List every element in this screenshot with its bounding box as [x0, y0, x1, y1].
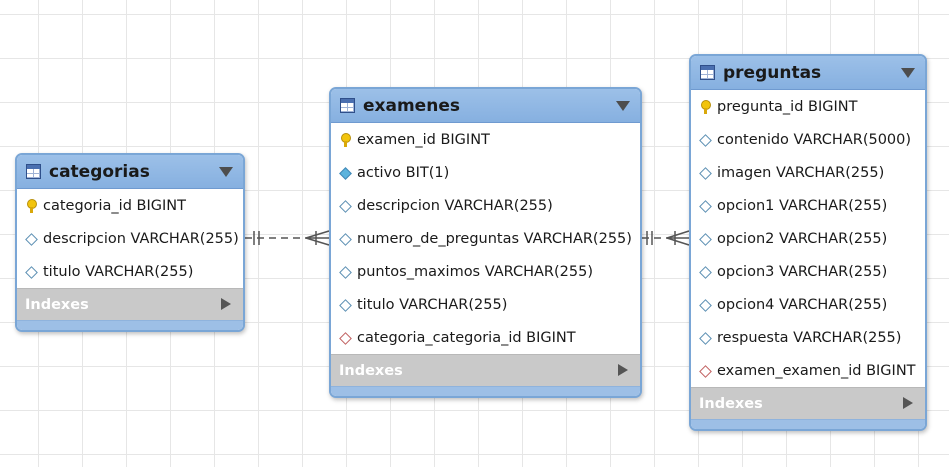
table-title: preguntas: [723, 62, 822, 83]
column-label: categoria_id BIGINT: [43, 197, 186, 214]
indexes-label: Indexes: [699, 395, 763, 412]
collapse-arrow-icon[interactable]: [616, 101, 630, 111]
column-diamond-icon: [338, 265, 352, 279]
indexes-label: Indexes: [339, 362, 403, 379]
column-label: categoria_categoria_id BIGINT: [357, 329, 576, 346]
column-row[interactable]: opcion3 VARCHAR(255): [691, 255, 925, 288]
column-diamond-icon: [338, 199, 352, 213]
foreign-key-icon: [698, 364, 712, 378]
column-row[interactable]: titulo VARCHAR(255): [17, 255, 243, 288]
table-footer: [691, 419, 925, 429]
table-title: examenes: [363, 95, 460, 116]
column-label: titulo VARCHAR(255): [43, 263, 194, 280]
column-label: puntos_maximos VARCHAR(255): [357, 263, 594, 280]
column-label: descripcion VARCHAR(255): [357, 197, 553, 214]
primary-key-icon: [698, 99, 712, 114]
column-row[interactable]: categoria_categoria_id BIGINT: [331, 321, 640, 354]
collapse-arrow-icon[interactable]: [901, 68, 915, 78]
column-row[interactable]: activo BIT(1): [331, 156, 640, 189]
table-preguntas[interactable]: preguntas pregunta_id BIGINT contenido V…: [689, 54, 927, 431]
column-label: activo BIT(1): [357, 164, 450, 181]
table-icon: [700, 65, 715, 80]
column-row[interactable]: examen_examen_id BIGINT: [691, 354, 925, 387]
column-diamond-icon: [698, 133, 712, 147]
column-label: examen_id BIGINT: [357, 131, 490, 148]
column-row[interactable]: descripcion VARCHAR(255): [17, 222, 243, 255]
column-diamond-icon: [698, 166, 712, 180]
column-diamond-icon: [698, 331, 712, 345]
column-label: opcion3 VARCHAR(255): [717, 263, 888, 280]
table-title: categorias: [49, 161, 150, 182]
relationship-examenes-preguntas[interactable]: [642, 230, 690, 246]
table-examenes[interactable]: examenes examen_id BIGINT activo BIT(1) …: [329, 87, 642, 398]
expand-arrow-icon[interactable]: [618, 364, 628, 376]
table-header[interactable]: preguntas: [691, 56, 925, 90]
not-null-column-icon: [338, 166, 352, 180]
column-row[interactable]: opcion2 VARCHAR(255): [691, 222, 925, 255]
indexes-section[interactable]: Indexes: [17, 288, 243, 320]
indexes-section[interactable]: Indexes: [691, 387, 925, 419]
column-label: opcion4 VARCHAR(255): [717, 296, 888, 313]
column-label: contenido VARCHAR(5000): [717, 131, 912, 148]
column-row[interactable]: respuesta VARCHAR(255): [691, 321, 925, 354]
table-header[interactable]: examenes: [331, 89, 640, 123]
primary-key-icon: [338, 132, 352, 147]
indexes-section[interactable]: Indexes: [331, 354, 640, 386]
column-row[interactable]: numero_de_preguntas VARCHAR(255): [331, 222, 640, 255]
column-diamond-icon: [698, 199, 712, 213]
column-label: numero_de_preguntas VARCHAR(255): [357, 230, 632, 247]
column-row[interactable]: puntos_maximos VARCHAR(255): [331, 255, 640, 288]
column-label: respuesta VARCHAR(255): [717, 329, 902, 346]
column-row[interactable]: categoria_id BIGINT: [17, 189, 243, 222]
column-row[interactable]: opcion1 VARCHAR(255): [691, 189, 925, 222]
table-footer: [17, 320, 243, 330]
column-row[interactable]: opcion4 VARCHAR(255): [691, 288, 925, 321]
column-row[interactable]: pregunta_id BIGINT: [691, 90, 925, 123]
column-diamond-icon: [24, 232, 38, 246]
column-row[interactable]: descripcion VARCHAR(255): [331, 189, 640, 222]
table-icon: [26, 164, 41, 179]
column-label: imagen VARCHAR(255): [717, 164, 885, 181]
column-row[interactable]: imagen VARCHAR(255): [691, 156, 925, 189]
primary-key-icon: [24, 198, 38, 213]
table-icon: [340, 98, 355, 113]
column-row[interactable]: titulo VARCHAR(255): [331, 288, 640, 321]
column-label: titulo VARCHAR(255): [357, 296, 508, 313]
table-categorias[interactable]: categorias categoria_id BIGINT descripci…: [15, 153, 245, 332]
column-diamond-icon: [338, 232, 352, 246]
column-label: examen_examen_id BIGINT: [717, 362, 916, 379]
column-label: opcion2 VARCHAR(255): [717, 230, 888, 247]
column-diamond-icon: [698, 265, 712, 279]
table-footer: [331, 386, 640, 396]
column-row[interactable]: examen_id BIGINT: [331, 123, 640, 156]
expand-arrow-icon[interactable]: [903, 397, 913, 409]
column-label: descripcion VARCHAR(255): [43, 230, 239, 247]
expand-arrow-icon[interactable]: [221, 298, 231, 310]
relationship-categorias-examenes[interactable]: [245, 230, 330, 246]
column-diamond-icon: [698, 232, 712, 246]
table-header[interactable]: categorias: [17, 155, 243, 189]
column-diamond-icon: [24, 265, 38, 279]
column-diamond-icon: [698, 298, 712, 312]
foreign-key-icon: [338, 331, 352, 345]
column-label: pregunta_id BIGINT: [717, 98, 858, 115]
column-row[interactable]: contenido VARCHAR(5000): [691, 123, 925, 156]
column-diamond-icon: [338, 298, 352, 312]
indexes-label: Indexes: [25, 296, 89, 313]
collapse-arrow-icon[interactable]: [219, 167, 233, 177]
column-label: opcion1 VARCHAR(255): [717, 197, 888, 214]
